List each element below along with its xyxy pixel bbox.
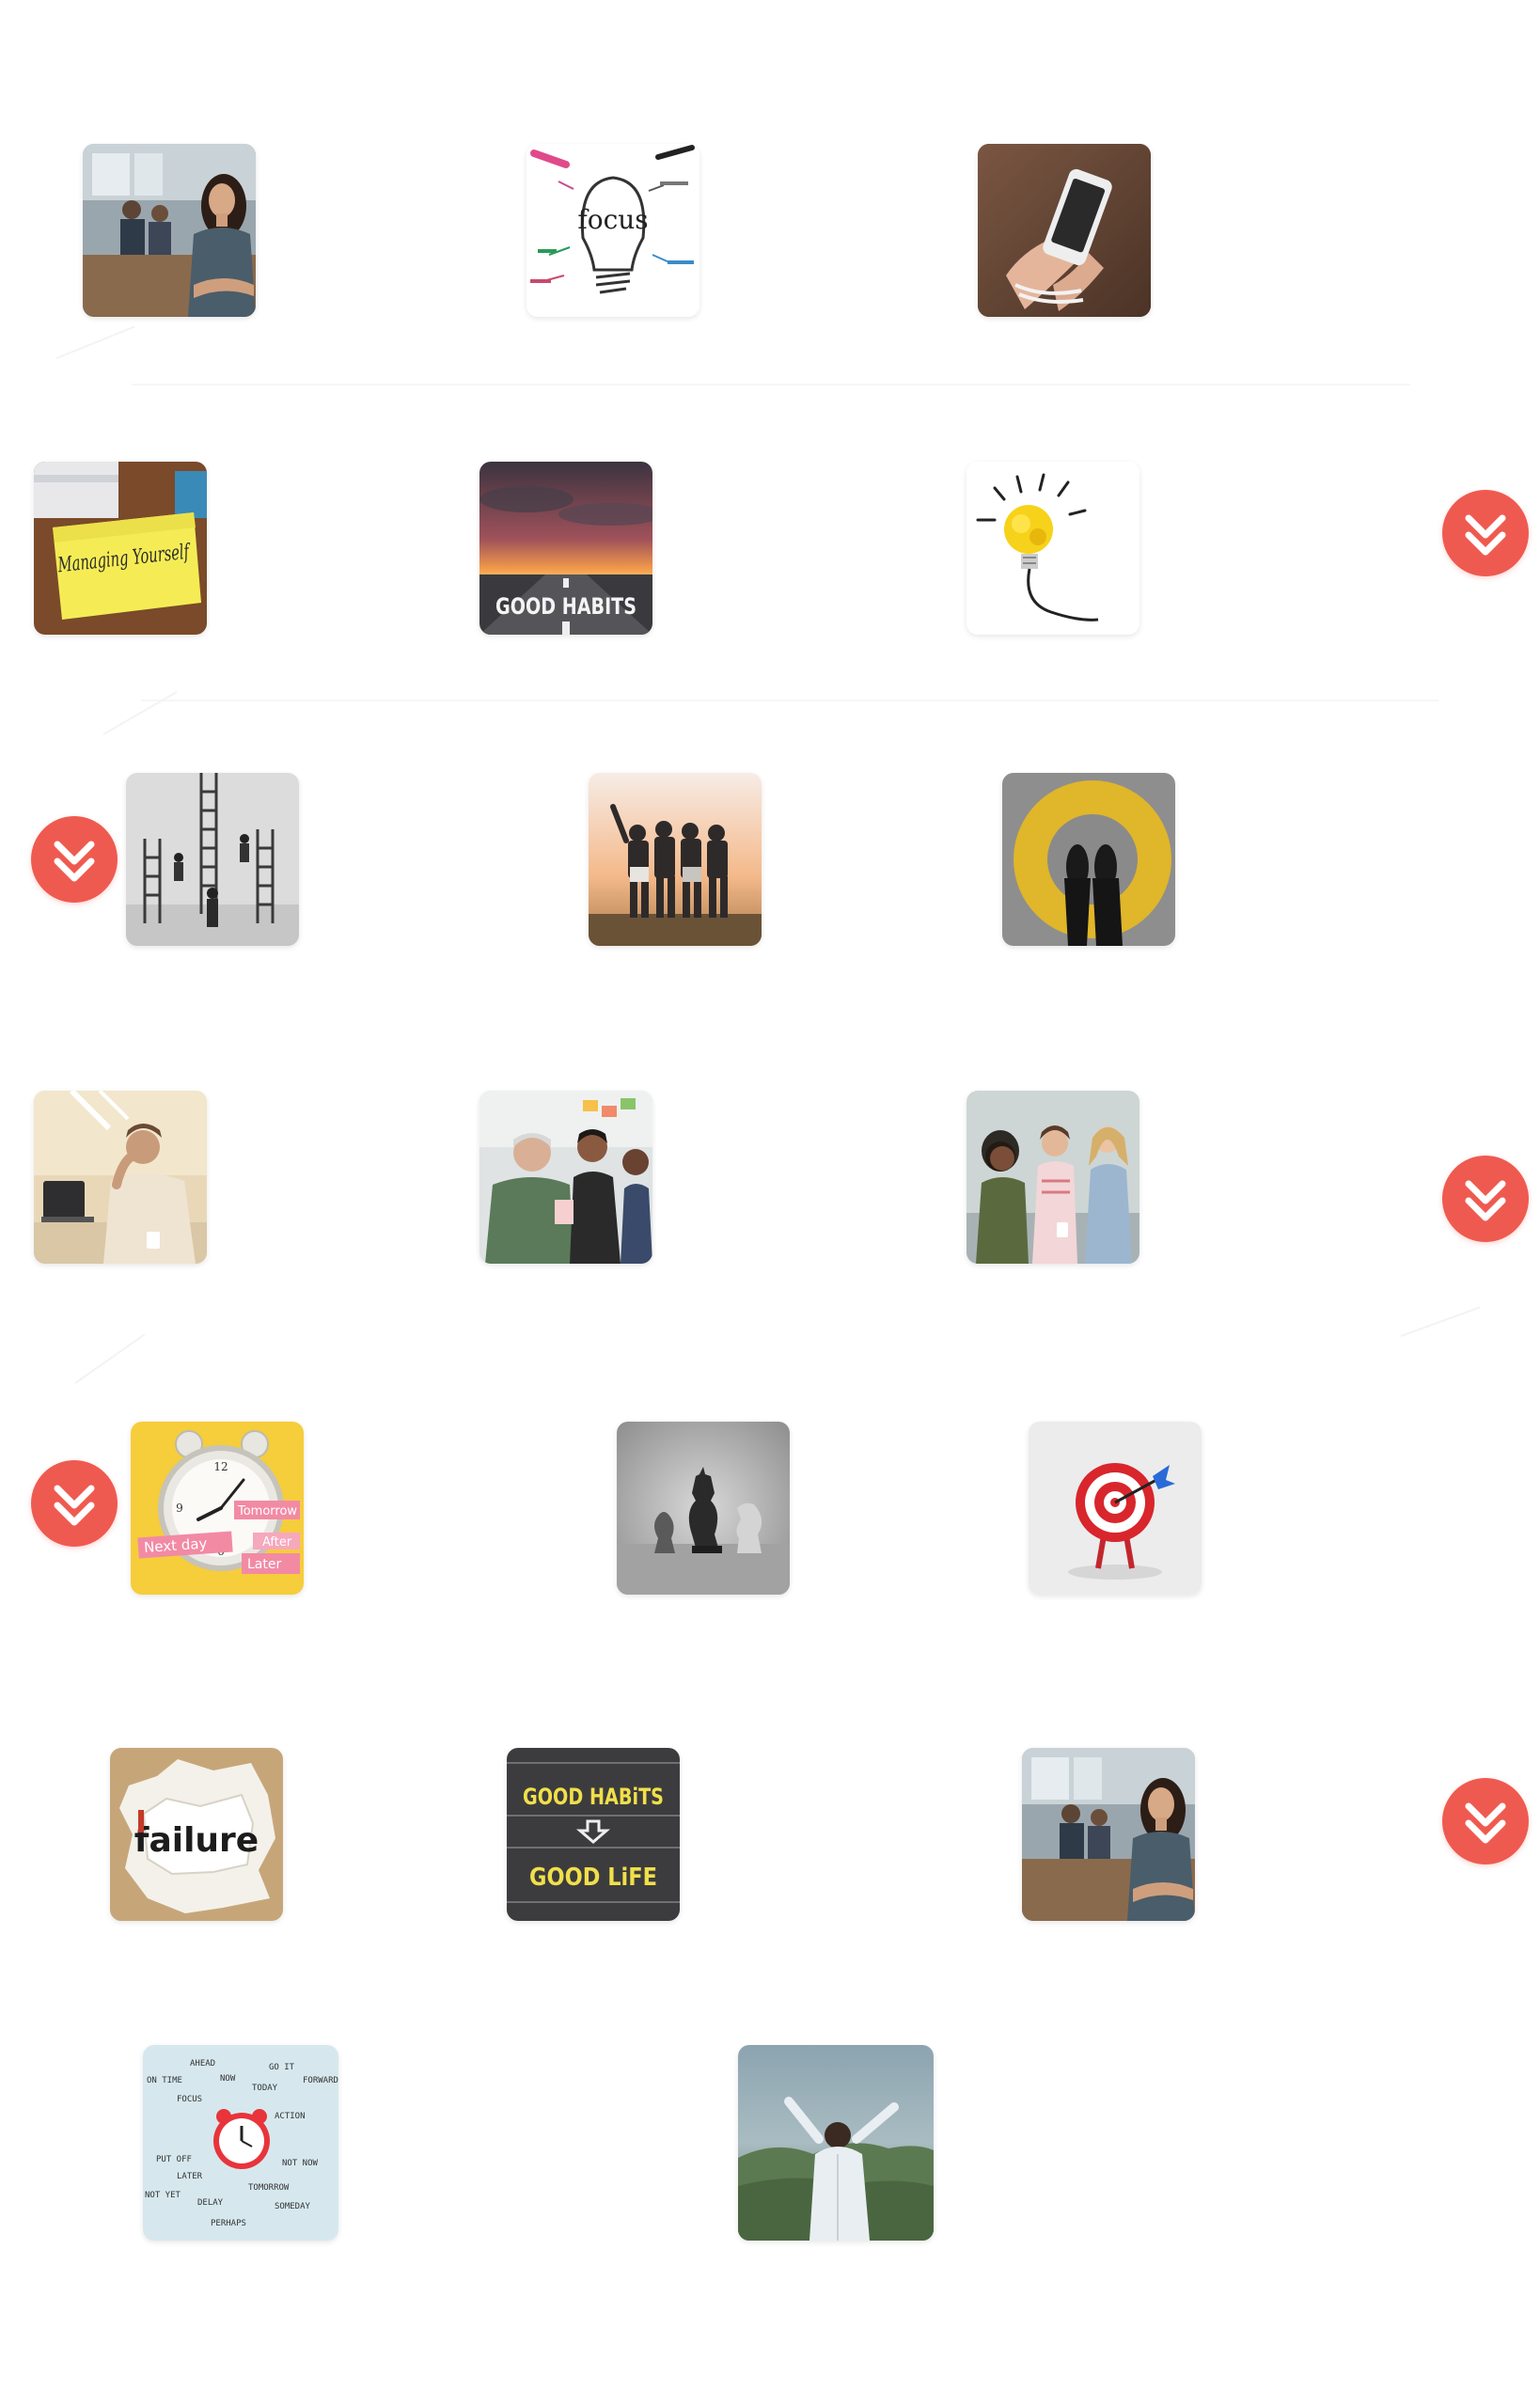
svg-text:ON TIME: ON TIME (147, 2076, 182, 2085)
svg-text:GO IT: GO IT (269, 2063, 295, 2072)
ladders-climbers-image (126, 773, 299, 946)
man-arms-raised-mountain-image (738, 2045, 934, 2241)
svg-text:NOT NOW: NOT NOW (282, 2159, 319, 2168)
svg-text:TODAY: TODAY (252, 2084, 278, 2093)
path-connector (74, 1333, 146, 1384)
lesson-tile-12[interactable] (966, 1091, 1139, 1264)
path-connector (102, 691, 178, 735)
lesson-tile-16[interactable]: failure (110, 1748, 283, 1921)
hands-tied-to-phone-image (978, 144, 1151, 317)
coworkers-discussion-image (479, 1091, 652, 1264)
procrastination-words-clock-image: AHEAD GO IT ON TIME NOW FORWARD TODAY FO… (143, 2045, 338, 2241)
lesson-tile-6[interactable] (966, 462, 1139, 635)
svg-text:12: 12 (213, 1460, 228, 1473)
dart-target-image (1029, 1422, 1202, 1595)
svg-text:Next day: Next day (143, 1534, 208, 1556)
row-separator (132, 384, 1410, 385)
svg-text:FOCUS: FOCUS (177, 2095, 202, 2104)
svg-text:failure: failure (134, 1821, 259, 1860)
svg-text:Later: Later (247, 1557, 281, 1572)
businesswoman-office-image (83, 144, 256, 317)
lesson-tile-4[interactable]: Managing Yourself (34, 462, 207, 635)
lesson-tile-5[interactable]: GOOD HABITS (479, 462, 652, 635)
svg-text:NOW: NOW (220, 2074, 236, 2084)
svg-text:AHEAD: AHEAD (190, 2059, 215, 2069)
row-separator (141, 700, 1438, 701)
chevron-double-down-icon (54, 841, 95, 882)
svg-text:After: After (262, 1535, 292, 1550)
lesson-tile-14[interactable] (617, 1422, 790, 1595)
svg-text:GOOD HABiTS: GOOD HABiTS (523, 1784, 664, 1810)
alarm-clock-procrastination-image: 12369 Next day Tomorrow After Later (131, 1422, 304, 1595)
svg-text:GOOD HABITS: GOOD HABITS (495, 593, 636, 620)
lesson-tile-13[interactable]: 12369 Next day Tomorrow After Later (131, 1422, 304, 1595)
svg-text:focus: focus (577, 204, 648, 235)
managing-yourself-sticky-note-image: Managing Yourself (34, 462, 207, 635)
scroll-down-button[interactable] (31, 816, 118, 903)
svg-text:Tomorrow: Tomorrow (237, 1504, 297, 1518)
feet-on-yellow-circle-image (1002, 773, 1175, 946)
svg-text:9: 9 (176, 1502, 183, 1515)
svg-text:FORWARD: FORWARD (303, 2076, 338, 2085)
lesson-tile-8[interactable] (589, 773, 762, 946)
lesson-tile-3[interactable] (978, 144, 1151, 317)
yellow-paper-lightbulb-image (966, 462, 1139, 635)
lesson-tile-15[interactable] (1029, 1422, 1202, 1595)
women-group-talking-image (966, 1091, 1139, 1264)
lesson-tile-11[interactable] (479, 1091, 652, 1264)
svg-text:PERHAPS: PERHAPS (211, 2219, 246, 2228)
lesson-tile-1[interactable] (83, 144, 256, 317)
lesson-tile-7[interactable] (126, 773, 299, 946)
svg-text:GOOD LiFE: GOOD LiFE (529, 1864, 657, 1892)
svg-text:SOMEDAY: SOMEDAY (275, 2202, 311, 2211)
svg-text:NOT YET: NOT YET (145, 2191, 181, 2200)
chevron-double-down-icon (54, 1485, 95, 1526)
svg-text:DELAY: DELAY (197, 2198, 224, 2208)
friends-embracing-sunset-image (589, 773, 762, 946)
svg-text:TOMORROW: TOMORROW (248, 2183, 290, 2193)
path-connector (55, 325, 135, 359)
scroll-down-button[interactable] (1442, 1778, 1529, 1864)
lesson-tile-2[interactable]: focus (526, 144, 699, 317)
lesson-tile-9[interactable] (1002, 773, 1175, 946)
chevron-double-down-icon (1465, 1802, 1506, 1844)
chevron-double-down-icon (1465, 514, 1506, 556)
path-connector (1400, 1306, 1481, 1337)
scroll-down-button[interactable] (1442, 490, 1529, 576)
good-habits-road-sunset-image: GOOD HABITS (479, 462, 652, 635)
failure-torn-paper-image: failure (110, 1748, 283, 1921)
chess-pieces-image (617, 1422, 790, 1595)
lesson-tile-20[interactable] (738, 2045, 934, 2241)
svg-text:ACTION: ACTION (275, 2112, 306, 2121)
lesson-tile-18[interactable] (1022, 1748, 1195, 1921)
good-habits-good-life-chalkboard-image: GOOD HABiTS GOOD LiFE (507, 1748, 680, 1921)
lesson-tile-19[interactable]: AHEAD GO IT ON TIME NOW FORWARD TODAY FO… (143, 2045, 338, 2241)
focus-lightbulb-sketch-image: focus (526, 144, 699, 317)
svg-text:PUT OFF: PUT OFF (156, 2155, 192, 2164)
businesswoman-office-image (1022, 1748, 1195, 1921)
chevron-double-down-icon (1465, 1180, 1506, 1221)
svg-text:LATER: LATER (177, 2172, 203, 2181)
stressed-man-laptop-image (34, 1091, 207, 1264)
scroll-down-button[interactable] (1442, 1156, 1529, 1242)
scroll-down-button[interactable] (31, 1460, 118, 1547)
lesson-tile-10[interactable] (34, 1091, 207, 1264)
lesson-tile-17[interactable]: GOOD HABiTS GOOD LiFE (507, 1748, 680, 1921)
